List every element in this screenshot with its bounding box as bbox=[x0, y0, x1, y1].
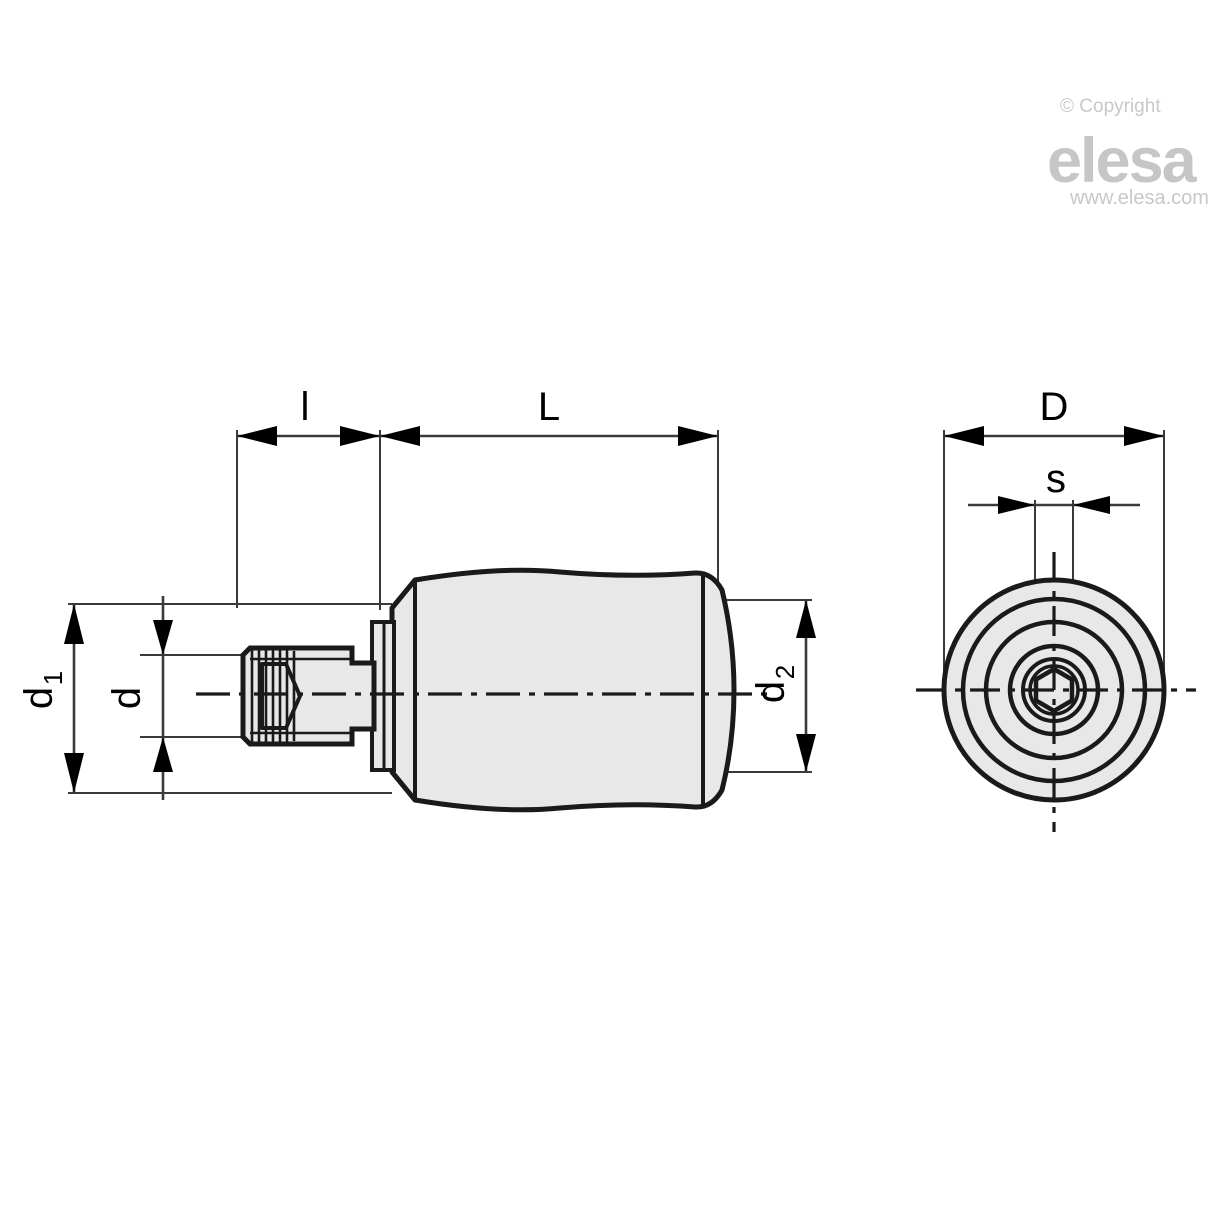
dim-s-label: s bbox=[1046, 457, 1066, 501]
dim-L-arrow-right bbox=[678, 426, 718, 446]
dim-L-label: L bbox=[538, 385, 560, 429]
dim-d1-subscript: 1 bbox=[38, 671, 68, 685]
dim-d-arrow-bottom bbox=[153, 737, 173, 772]
dim-l-arrow-right bbox=[340, 426, 380, 446]
dimension-s: s bbox=[968, 457, 1140, 514]
side-view-extension-lines bbox=[68, 430, 812, 794]
dim-s-arrow-left bbox=[998, 496, 1035, 514]
dimension-l: l bbox=[237, 385, 380, 446]
dim-d1-arrow-bottom bbox=[64, 753, 84, 793]
threaded-stud-group bbox=[240, 645, 377, 747]
end-view-group: D s bbox=[916, 385, 1196, 832]
watermark-brand-text: elesa bbox=[1047, 126, 1198, 196]
dim-d2-label-group: d 2 bbox=[749, 665, 800, 703]
dim-L-arrow-left bbox=[380, 426, 420, 446]
dim-l-arrow-left bbox=[237, 426, 277, 446]
side-view-group: l L d 1 d bbox=[17, 385, 816, 813]
dimension-d1: d 1 bbox=[17, 604, 84, 793]
stud-outline bbox=[240, 645, 377, 747]
watermark-url-text: www.elesa.com bbox=[1069, 187, 1209, 209]
dim-d-label-group: d bbox=[105, 687, 149, 709]
dim-d-label: d bbox=[105, 687, 149, 709]
dim-d2-arrow-top bbox=[796, 600, 816, 638]
dim-d1-label-group: d 1 bbox=[17, 671, 68, 709]
dimension-d2: d 2 bbox=[749, 600, 816, 772]
stud-hex-socket-profile bbox=[260, 662, 302, 730]
dim-d2-arrow-bottom bbox=[796, 734, 816, 772]
dimension-D: D bbox=[944, 385, 1164, 446]
dim-d1-arrow-top bbox=[64, 604, 84, 644]
dim-D-arrow-left bbox=[944, 426, 984, 446]
knob-body-outline bbox=[389, 567, 737, 813]
dim-l-label: l bbox=[301, 385, 310, 429]
dim-s-arrow-right bbox=[1073, 496, 1110, 514]
watermark-group: © Copyright elesa www.elesa.com bbox=[1047, 96, 1209, 209]
dim-d-arrow-top bbox=[153, 620, 173, 655]
dim-d2-subscript: 2 bbox=[770, 665, 800, 679]
dim-d1-label: d bbox=[17, 687, 61, 709]
dim-d2-label: d bbox=[749, 681, 793, 703]
knob-body-inner-edges bbox=[413, 574, 705, 806]
watermark-copyright-text: © Copyright bbox=[1060, 96, 1161, 117]
dimension-d: d bbox=[105, 596, 173, 800]
dim-D-label: D bbox=[1040, 385, 1069, 429]
dim-D-arrow-right bbox=[1124, 426, 1164, 446]
dimension-L: L bbox=[380, 385, 718, 446]
